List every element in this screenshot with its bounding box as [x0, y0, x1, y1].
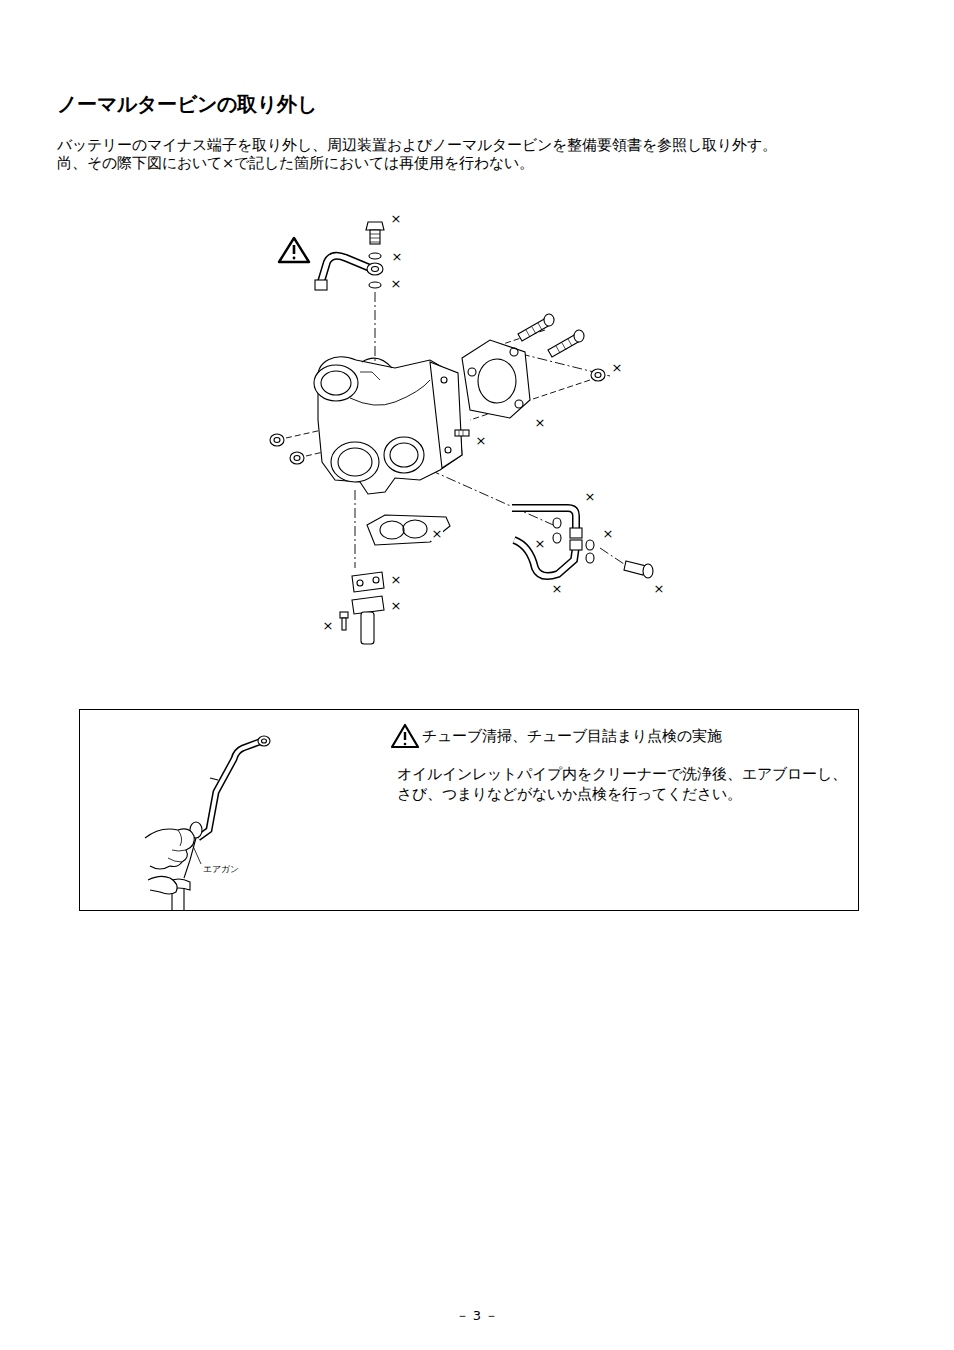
instruction-text: 尚、その際下図において×で記した箇所においては再使用を行わない。 [57, 156, 937, 172]
no-reuse-mark: × [431, 527, 444, 541]
no-reuse-mark: × [390, 573, 403, 587]
note-box: チューブ清掃、チューブ目詰まり点検の実施オイルインレットパイプ内をクリーナーで洗… [79, 709, 859, 911]
no-reuse-mark: × [390, 212, 403, 226]
no-reuse-mark: × [534, 537, 547, 551]
page-title: ノーマルタービンの取り外し [57, 92, 317, 117]
no-reuse-mark: × [475, 434, 488, 448]
no-reuse-mark: × [322, 619, 335, 633]
no-reuse-mark: × [584, 490, 597, 504]
no-reuse-mark: × [390, 277, 403, 291]
no-reuse-mark: × [653, 582, 666, 596]
no-reuse-mark: × [391, 250, 404, 264]
no-reuse-mark: × [534, 416, 547, 430]
part-label: エアガン [202, 865, 240, 875]
box-body: オイルインレットパイプ内をクリーナーで洗浄後、エアブローし、さび、つまりなどがな… [397, 764, 847, 805]
no-reuse-mark: × [602, 527, 615, 541]
no-reuse-mark: × [611, 361, 624, 375]
page-number: － 3 － [456, 1309, 499, 1323]
box-heading: チューブ清掃、チューブ目詰まり点検の実施 [422, 726, 722, 747]
no-reuse-mark: × [551, 582, 564, 596]
instruction-text: バッテリーのマイナス端子を取り外し、周辺装置およびノーマルタービンを整備要領書を… [57, 138, 937, 154]
no-reuse-mark: × [390, 599, 403, 613]
